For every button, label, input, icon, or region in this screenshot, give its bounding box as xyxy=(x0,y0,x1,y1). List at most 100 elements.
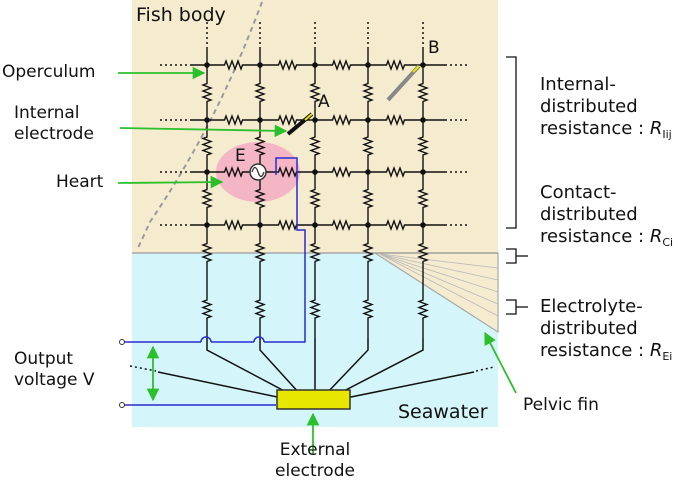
internal-resistor xyxy=(309,120,321,172)
pelvic-fin-arrow xyxy=(484,331,517,394)
internal-resistor xyxy=(362,120,374,172)
internal-resistor xyxy=(207,166,260,178)
internal-resistor xyxy=(315,59,368,71)
heart-arrow xyxy=(117,175,224,189)
contact-resistance-legend: Contact- distributed resistance : RCi xyxy=(540,182,674,249)
grid-node xyxy=(204,222,210,228)
electrolyte-resistance-symbol: R xyxy=(649,339,663,361)
contact-resistor xyxy=(201,225,213,280)
terminal-bottom xyxy=(119,402,125,408)
internal-resistor xyxy=(315,114,368,126)
grid-node xyxy=(312,117,318,123)
heart-label: Heart xyxy=(56,172,104,192)
internal-electrode-label: Internal electrode xyxy=(14,103,94,144)
internal-resistor xyxy=(207,59,260,71)
internal-resistor xyxy=(207,219,260,231)
grid-node xyxy=(420,222,426,228)
electrolyte-resistor xyxy=(362,280,374,338)
pelvic-fin-label: Pelvic fin xyxy=(523,395,599,415)
grid-node xyxy=(420,117,426,123)
electrolyte-resistor xyxy=(417,280,429,338)
internal-resistor xyxy=(207,114,260,126)
internal-resistor xyxy=(254,120,266,172)
contact-resistor xyxy=(362,225,374,280)
wire-hop-1 xyxy=(253,336,265,343)
grid-node xyxy=(420,169,426,175)
grid-node xyxy=(204,62,210,68)
contact-legend-line2: distributed xyxy=(540,203,638,225)
grid-node xyxy=(257,62,263,68)
internal-electrode-label-line1: Internal xyxy=(14,103,80,123)
point-a-label: A xyxy=(318,92,330,112)
grid-node xyxy=(365,169,371,175)
wire-from-heart xyxy=(264,157,306,343)
grid-node xyxy=(365,222,371,228)
internal-resistor xyxy=(254,65,266,120)
external-electrode xyxy=(276,389,351,410)
internal-resistor xyxy=(309,172,321,225)
internal-resistor xyxy=(368,114,423,126)
external-electrode-label-line1: External xyxy=(279,440,351,460)
internal-resistor xyxy=(362,65,374,120)
external-fan-wires xyxy=(157,338,475,399)
internal-resistor xyxy=(254,172,266,225)
external-electrode-label: External electrode xyxy=(260,440,370,481)
contact-resistor xyxy=(309,225,321,280)
grid-node xyxy=(257,222,263,228)
grid-node xyxy=(312,222,318,228)
contact-resistance-subscript: Ci xyxy=(662,235,674,249)
seawater-label: Seawater xyxy=(398,401,488,423)
internal-resistor xyxy=(417,65,429,120)
output-voltage-label-line2: voltage V xyxy=(14,369,95,390)
internal-resistor xyxy=(417,120,429,172)
grid-node xyxy=(312,62,318,68)
grid-node xyxy=(204,117,210,123)
internal-resistor xyxy=(201,120,213,172)
electrolyte-legend-line1: Electrolyte- xyxy=(540,296,643,317)
point-b-label: B xyxy=(428,38,440,58)
internal-resistor xyxy=(368,166,423,178)
internal-bracket xyxy=(506,56,517,229)
grid-node xyxy=(204,169,210,175)
internal-electrode-arrow xyxy=(119,124,288,138)
electrolyte-resistor xyxy=(201,280,213,338)
operculum-line xyxy=(137,1,263,249)
internal-resistor xyxy=(201,65,213,120)
operculum-label: Operculum xyxy=(2,62,96,82)
electrode-b-tip xyxy=(412,65,420,73)
internal-resistor xyxy=(315,219,368,231)
internal-resistor xyxy=(309,65,321,120)
contact-resistor xyxy=(417,225,429,280)
internal-electrode-label-line2: electrode xyxy=(14,123,94,144)
internal-resistor xyxy=(417,172,429,225)
sine-icon xyxy=(251,166,265,178)
internal-resistor xyxy=(362,172,374,225)
terminal-top xyxy=(119,339,125,345)
electrolyte-resistance-subscript: Ei xyxy=(662,349,673,363)
internal-resistance-subscript: Iij xyxy=(662,127,672,141)
electrolyte-resistance-legend: Electrolyte- distributed resistance : RE… xyxy=(540,296,673,363)
point-e-label: E xyxy=(235,146,246,166)
pelvic-fin-rays xyxy=(379,253,499,317)
output-voltage-label-line1: Output xyxy=(14,349,74,369)
electrolyte-legend-line2: distributed xyxy=(540,317,638,339)
internal-resistance-legend: Internal- distributed resistance : RIij xyxy=(540,74,672,141)
external-electrode-label-line2: electrode xyxy=(275,460,355,481)
grid-node xyxy=(312,169,318,175)
internal-legend-line3: resistance : RIij xyxy=(540,117,672,141)
internal-electrode-a-tip xyxy=(304,113,313,121)
contact-resistance-symbol: R xyxy=(649,225,663,247)
internal-legend-line1: Internal- xyxy=(540,74,616,95)
internal-resistor xyxy=(260,166,315,178)
internal-resistor xyxy=(260,219,315,231)
internal-legend-line2: distributed xyxy=(540,95,638,117)
electrolyte-bracket xyxy=(506,299,517,315)
internal-resistor xyxy=(368,219,423,231)
internal-resistor xyxy=(260,114,315,126)
electrolyte-resistor xyxy=(254,280,266,338)
grid-node xyxy=(365,117,371,123)
internal-resistor xyxy=(260,59,315,71)
internal-resistor xyxy=(315,166,368,178)
